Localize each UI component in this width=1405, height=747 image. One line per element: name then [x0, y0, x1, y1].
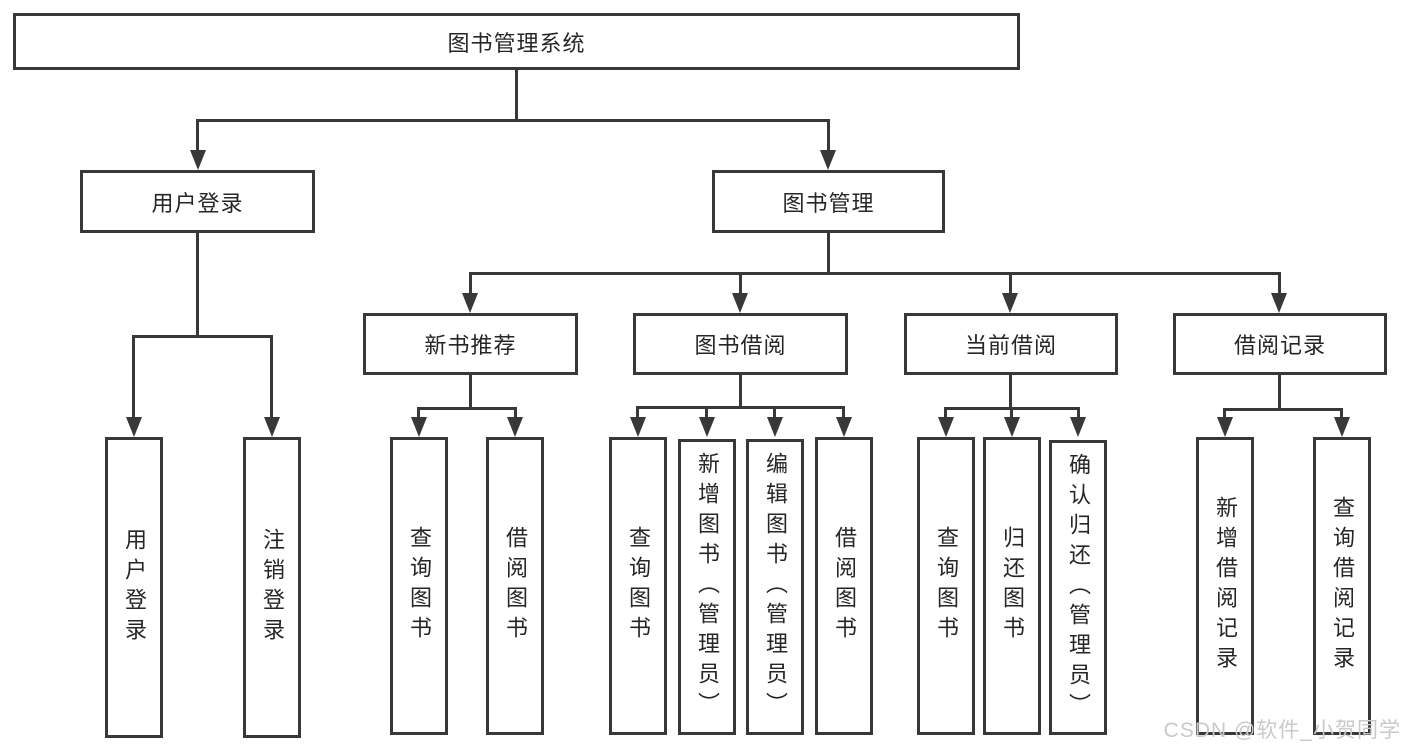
- node-book-borrowing: 图书借阅: [633, 313, 848, 375]
- arrow-down-icon: [462, 293, 478, 313]
- node-current-borrowing: 当前借阅: [904, 313, 1118, 375]
- arrow-down-icon: [264, 417, 280, 437]
- connector-line: [514, 407, 517, 419]
- connector-line: [1009, 375, 1012, 407]
- node-leaf-logout: 注销登录: [243, 437, 301, 738]
- node-label: 编辑图书（管理员）: [763, 452, 788, 722]
- node-leaf-records-add-record: 新增借阅记录: [1196, 437, 1254, 735]
- connector-line: [739, 272, 742, 295]
- arrow-down-icon: [767, 417, 783, 437]
- node-label: 图书管理系统: [447, 30, 586, 56]
- connector-line: [469, 272, 472, 295]
- node-borrowing-records: 借阅记录: [1173, 313, 1387, 375]
- node-label: 借阅图书: [503, 526, 528, 646]
- node-book-management-branch: 图书管理: [712, 170, 945, 233]
- connector-line: [842, 406, 845, 419]
- node-label: 确认归还（管理员）: [1066, 452, 1091, 723]
- connector-line: [469, 375, 472, 407]
- connector-line: [1077, 407, 1080, 419]
- connector-line: [196, 233, 199, 335]
- node-label: 图书管理: [782, 190, 875, 216]
- arrow-down-icon: [1271, 293, 1287, 313]
- node-leaf-recommend-query-books: 查询图书: [390, 437, 448, 735]
- arrow-down-icon: [836, 417, 852, 437]
- connector-line: [827, 119, 830, 152]
- arrow-down-icon: [1334, 417, 1350, 437]
- connector-line: [1009, 272, 1012, 295]
- node-label: 查询图书: [934, 526, 959, 646]
- arrow-down-icon: [1002, 293, 1018, 313]
- arrow-down-icon: [699, 417, 715, 437]
- node-leaf-borrow-add-books-admin: 新增图书（管理员）: [678, 439, 736, 735]
- node-leaf-current-return-books: 归还图书: [983, 437, 1041, 735]
- node-label: 查询图书: [626, 526, 651, 646]
- node-label: 借阅图书: [832, 526, 857, 646]
- node-label: 归还图书: [1000, 526, 1025, 646]
- node-leaf-current-confirm-return-admin: 确认归还（管理员）: [1049, 440, 1107, 735]
- arrow-down-icon: [938, 417, 954, 437]
- connector-line: [705, 406, 708, 419]
- connector-line: [636, 406, 639, 419]
- connector-line: [1340, 408, 1343, 419]
- node-leaf-borrow-query-books: 查询图书: [609, 437, 667, 735]
- arrow-down-icon: [1004, 417, 1020, 437]
- csdn-watermark: CSDN @软件_小贺同学: [1163, 719, 1401, 742]
- node-label: 用户登录: [151, 190, 244, 216]
- connector-line: [739, 375, 742, 406]
- connector-line: [132, 335, 135, 419]
- connector-line: [1278, 272, 1281, 295]
- node-leaf-borrow-borrow-books: 借阅图书: [815, 437, 873, 735]
- node-label: 用户登录: [122, 527, 147, 648]
- connector-line: [132, 335, 273, 338]
- arrow-down-icon: [411, 417, 427, 437]
- arrow-down-icon: [1217, 417, 1233, 437]
- arrow-down-icon: [820, 150, 836, 170]
- node-label: 新增借阅记录: [1213, 496, 1238, 676]
- node-label: 新书推荐: [424, 333, 517, 358]
- arrow-down-icon: [126, 417, 142, 437]
- node-leaf-current-query-books: 查询图书: [917, 437, 975, 735]
- connector-line: [944, 407, 947, 419]
- node-label: 借阅记录: [1233, 333, 1326, 358]
- arrow-down-icon: [732, 293, 748, 313]
- node-leaf-recommend-borrow-books: 借阅图书: [486, 437, 544, 735]
- arrow-down-icon: [507, 417, 523, 437]
- node-label: 查询图书: [407, 526, 432, 646]
- connector-line: [417, 407, 420, 419]
- connector-line: [1223, 408, 1226, 419]
- connector-line: [515, 70, 518, 119]
- connector-line: [196, 119, 199, 152]
- node-label: 新增图书（管理员）: [695, 452, 720, 722]
- connector-line: [417, 407, 517, 410]
- node-label: 图书借阅: [694, 333, 787, 358]
- node-leaf-records-query-record: 查询借阅记录: [1313, 437, 1371, 735]
- connector-line: [270, 335, 273, 419]
- node-library-system-root: 图书管理系统: [13, 13, 1020, 70]
- arrow-down-icon: [630, 417, 646, 437]
- node-label: 当前借阅: [964, 333, 1057, 358]
- connector-line: [1010, 407, 1013, 419]
- node-label: 注销登录: [260, 527, 285, 648]
- connector-line: [636, 406, 845, 409]
- arrow-down-icon: [1070, 417, 1086, 437]
- node-label: 查询借阅记录: [1330, 496, 1355, 676]
- connector-line: [773, 406, 776, 419]
- node-new-book-recommend: 新书推荐: [363, 313, 578, 375]
- node-leaf-user-login: 用户登录: [105, 437, 163, 738]
- node-leaf-borrow-edit-books-admin: 编辑图书（管理员）: [746, 439, 804, 735]
- connector-line: [469, 272, 1281, 275]
- node-user-login-branch: 用户登录: [80, 170, 315, 233]
- connector-line: [827, 233, 830, 272]
- connector-line: [1278, 375, 1281, 408]
- connector-line: [1223, 408, 1343, 411]
- connector-line: [196, 119, 830, 122]
- arrow-down-icon: [190, 150, 206, 170]
